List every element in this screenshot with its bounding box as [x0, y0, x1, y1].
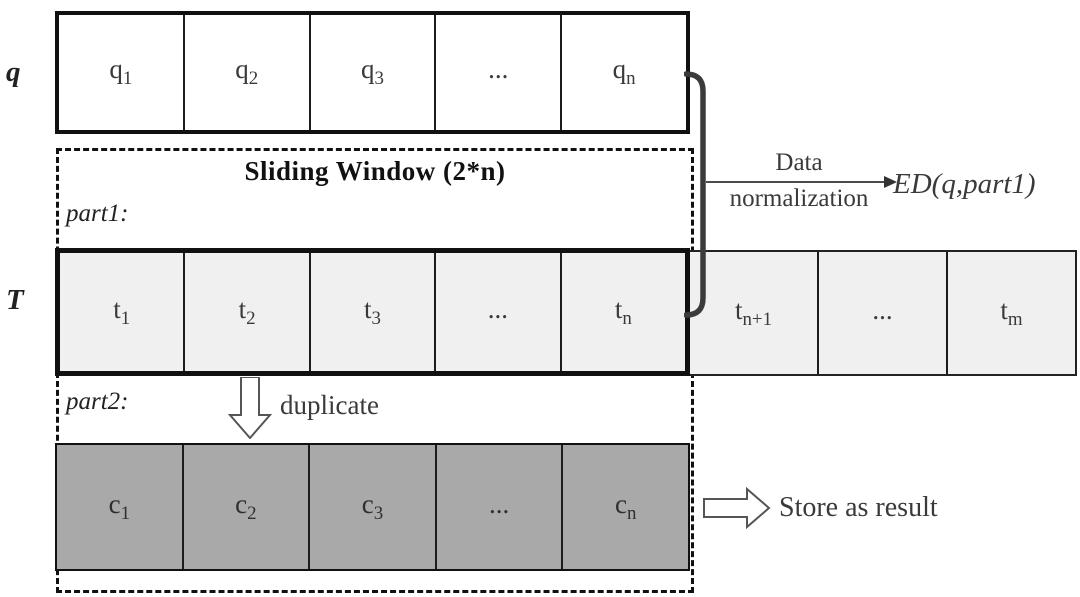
cell-label-base: t: [614, 293, 623, 324]
cell-label-sub: n: [626, 503, 637, 525]
cell-label-base: ...: [488, 54, 509, 85]
cell-label-base: q: [361, 54, 375, 85]
part1-label: part1:: [66, 200, 129, 227]
cell-label-base: c: [361, 488, 374, 519]
cell-label: c2: [235, 489, 256, 525]
c-cell-3: c3: [310, 445, 437, 569]
cell-label-base: t: [238, 293, 247, 324]
cell-label-sub: 1: [120, 503, 131, 525]
cell-label-base: t: [113, 293, 121, 324]
cell-label: ...: [872, 295, 892, 331]
t-cell-n: tn: [562, 253, 685, 371]
c-row: c1 c2 c3 ... cn: [55, 443, 690, 571]
t-cell-2: t2: [185, 253, 311, 371]
cell-label-sub: n: [622, 308, 632, 330]
cell-label: c1: [109, 489, 130, 525]
cell-label: tm: [1000, 295, 1022, 331]
q-row: q1 q2 q3 ... qn: [55, 11, 690, 134]
duplicate-label: duplicate: [280, 390, 379, 420]
cell-label: t3: [364, 294, 381, 330]
cell-label-sub: 1: [122, 68, 133, 90]
cell-label: ...: [488, 54, 508, 90]
q-cell-1: q1: [59, 15, 185, 130]
cell-label-base: ...: [872, 294, 893, 325]
comparison-bracket-icon: [684, 66, 714, 326]
t-series-label: T: [6, 284, 24, 316]
t-cell-1: t1: [60, 253, 186, 371]
cell-label: tn: [615, 294, 632, 330]
c-cell-n: cn: [563, 445, 688, 569]
q-cell-3: q3: [311, 15, 437, 130]
cell-label-base: ...: [487, 293, 509, 324]
normalization-label-line1: Data: [775, 149, 823, 176]
cell-label: ...: [489, 489, 509, 525]
cell-label-sub: 3: [373, 503, 384, 525]
store-label: Store as result: [779, 492, 938, 523]
c-cell-1: c1: [57, 445, 184, 569]
cell-label-sub: m: [1007, 309, 1023, 331]
cell-label-base: c: [235, 488, 248, 519]
cell-label: cn: [615, 489, 636, 525]
cell-label: qn: [613, 54, 636, 90]
q-cell-2: q2: [185, 15, 311, 130]
cell-label: q1: [109, 54, 132, 90]
ed-result-label: ED(q,part1): [893, 168, 1036, 200]
cell-label-base: c: [108, 488, 121, 519]
cell-label-sub: 2: [248, 68, 259, 90]
cell-label-sub: n: [626, 68, 636, 90]
cell-label: q2: [235, 54, 258, 90]
c-cell-2: c2: [184, 445, 311, 569]
cell-label-sub: 3: [371, 308, 381, 330]
q-cell-n: qn: [562, 15, 686, 130]
t-row-extension: tn+1 ... tm: [690, 250, 1077, 376]
cell-label-sub: n+1: [742, 309, 773, 331]
t-cell-m: tm: [948, 252, 1075, 374]
cell-label-sub: 2: [246, 308, 256, 330]
cell-label-sub: 3: [374, 68, 384, 90]
cell-label: c3: [362, 489, 383, 525]
t-cell-ellipsis: ...: [436, 253, 562, 371]
cell-label: t1: [113, 294, 130, 330]
sliding-window-title: Sliding Window (2*n): [244, 156, 506, 186]
duplicate-arrow-icon: [226, 377, 274, 439]
t-row-part1: t1 t2 t3 ... tn: [55, 248, 690, 376]
q-series-label: q: [6, 56, 21, 88]
cell-label-sub: 2: [247, 503, 257, 525]
part2-label: part2:: [66, 388, 129, 415]
cell-label-base: ...: [488, 488, 510, 519]
cell-label-base: q: [235, 54, 249, 85]
store-arrow-icon: [703, 487, 771, 529]
t-cell-n1: tn+1: [690, 252, 819, 374]
cell-label-base: t: [1000, 294, 1008, 325]
cell-label: ...: [488, 294, 508, 330]
normalization-label-line2: normalization: [729, 185, 869, 212]
q-cell-ellipsis: ...: [436, 15, 563, 130]
cell-label-base: q: [612, 54, 627, 85]
t-cell-3: t3: [311, 253, 437, 371]
cell-label: t2: [239, 294, 256, 330]
cell-label-base: q: [109, 54, 123, 85]
cell-label-base: t: [364, 293, 372, 324]
cell-label-base: t: [734, 294, 743, 325]
cell-label: tn+1: [735, 295, 772, 331]
c-cell-ellipsis: ...: [437, 445, 564, 569]
cell-label-base: c: [614, 488, 627, 519]
t-cell-ellipsis2: ...: [819, 252, 948, 374]
cell-label-sub: 1: [120, 308, 131, 330]
cell-label: q3: [361, 54, 384, 90]
normalization-arrow-icon: [706, 172, 898, 192]
